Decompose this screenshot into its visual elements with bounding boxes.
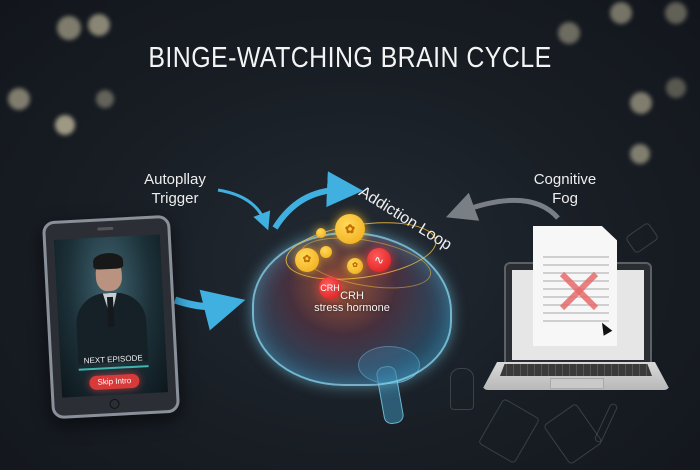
dopamine-coin-icon: ✿ [347,258,363,274]
doc-line [543,256,609,258]
bokeh-light [55,115,75,135]
crh-label-line2: stress hormone [314,302,390,314]
tablet-home-button [109,398,120,410]
bokeh-light [610,2,632,24]
crh-stress-hormone-label: CRH stress hormone [312,290,392,314]
cognitive-fog-line1: Cognitive [533,171,597,188]
autoplay-trigger-label: Autopllay Trigger [130,170,220,208]
bokeh-light [630,144,650,164]
next-episode-progress [78,365,149,371]
bokeh-light [8,88,30,110]
loop-arrow-icon [272,171,363,230]
tablet-to-brain-arrow-icon [173,289,246,331]
fog-arrow-icon [445,192,560,221]
bokeh-light [665,2,687,24]
laptop-trackpad [550,378,604,389]
autoplay-trigger-line2: Trigger [151,190,199,207]
bokeh-light [57,16,81,40]
crh-label-line1: CRH [340,290,364,302]
skip-intro-button[interactable]: Skip Intro [89,373,140,391]
next-episode-label: NEXT EPISODE [83,353,143,366]
dopamine-coin-icon [320,246,332,258]
dopamine-coin-icon [316,228,326,238]
laptop-keyboard [500,364,652,376]
cognitive-fog-label: Cognitive Fog [520,170,610,208]
bokeh-light [96,90,114,108]
crh-node-icon: CRH [319,277,341,299]
bokeh-light [666,78,686,98]
actor-hair [92,252,124,270]
autoplay-arrow-icon [217,188,271,231]
cognitive-fog-line2: Fog [552,190,578,207]
tablet-speaker [97,226,114,231]
dopamine-coin-icon: ✿ [295,248,319,272]
tablet-screen: NEXT EPISODE Skip Intro [53,234,169,398]
doc-line [543,264,609,266]
tablet-device: NEXT EPISODE Skip Intro [41,214,181,420]
rejected-document-icon [533,226,617,346]
x-mark-icon [559,270,599,310]
bokeh-light [558,22,580,44]
heartbeat-icon: ∿ [367,248,391,272]
bokeh-light [630,92,652,114]
faint-lamp-icon [450,368,474,410]
doc-line [543,320,609,322]
bokeh-light [88,14,110,36]
doc-line [543,312,609,314]
autoplay-trigger-line1: Autopllay [144,171,206,188]
dopamine-coin-icon: ✿ [335,214,365,244]
page-title: BINGE-WATCHING BRAIN CYCLE [148,42,552,74]
